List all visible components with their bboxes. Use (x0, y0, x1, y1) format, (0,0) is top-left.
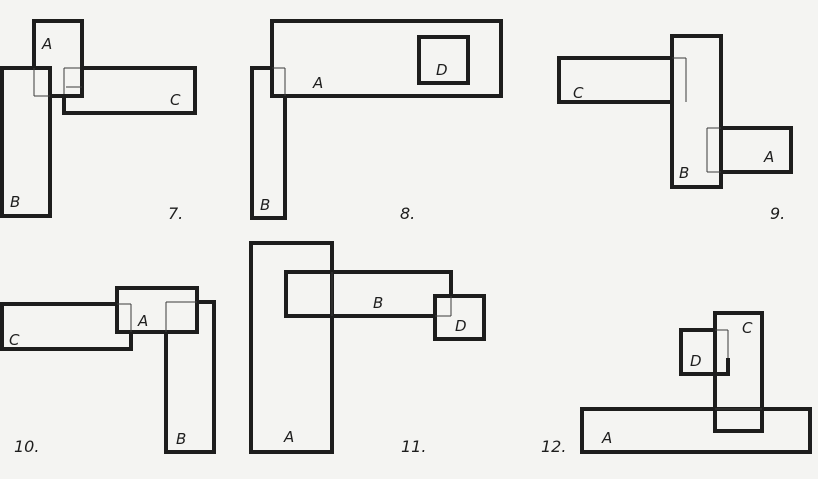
fig11-label-a: A (283, 428, 294, 446)
figure-7: A B C 7. (0, 19, 197, 223)
fig10-label-a: A (137, 312, 148, 330)
figure-8: A B D 8. (250, 19, 503, 223)
fig11-rect-d (433, 294, 486, 341)
fig7-rect-a (32, 19, 84, 98)
fig8-label-b: B (260, 196, 270, 214)
fig9-rect-c (557, 56, 672, 104)
fig8-number: 8. (400, 204, 415, 223)
fig12-number: 12. (541, 437, 566, 456)
fig9-number: 9. (770, 204, 785, 223)
fig12-label-d: D (690, 352, 702, 370)
fig10-label-c: C (9, 331, 20, 349)
fig7-rect-c (62, 66, 197, 115)
figure-12: A C D 12. (541, 311, 812, 456)
fig8-label-d: D (436, 61, 448, 79)
fig8-rect-d (417, 35, 470, 85)
fig9-rect-a (721, 126, 793, 174)
fig7-label-c: C (170, 91, 181, 109)
fig10-rect-c (0, 302, 133, 351)
fig7-rect-b (0, 66, 52, 218)
fig8-rect-a (270, 19, 503, 98)
figure-11: A B D 11. (249, 241, 486, 456)
fig12-rect-d (679, 328, 730, 376)
fig11-rect-a (249, 241, 334, 454)
fig9-rect-b (670, 34, 723, 189)
fig7-label-a: A (41, 35, 52, 53)
fig10-label-b: B (176, 430, 186, 448)
fig8-rect-b (250, 66, 287, 220)
fig12-rect-a (580, 407, 812, 454)
fig10-rect-a (115, 286, 199, 334)
fig9-label-c: C (573, 84, 584, 102)
fig11-rect-b-left (284, 270, 332, 318)
fig12-label-a: A (601, 429, 612, 447)
fig7-label-b: B (10, 193, 20, 211)
fig12-label-c: C (742, 319, 753, 337)
fig11-label-d: D (455, 317, 467, 335)
fig10-number: 10. (14, 437, 39, 456)
fig7-number: 7. (168, 204, 183, 223)
fig11-label-b: B (373, 294, 383, 312)
fig11-number: 11. (401, 437, 426, 456)
fig9-label-b: B (679, 164, 689, 182)
fig8-label-a: A (312, 74, 323, 92)
fig11-rect-b (332, 270, 453, 318)
figure-10: A B C 10. (0, 286, 216, 456)
figure-9: C B A 9. (557, 34, 793, 223)
fig9-label-a: A (763, 148, 774, 166)
fig10-rect-b (164, 300, 216, 454)
